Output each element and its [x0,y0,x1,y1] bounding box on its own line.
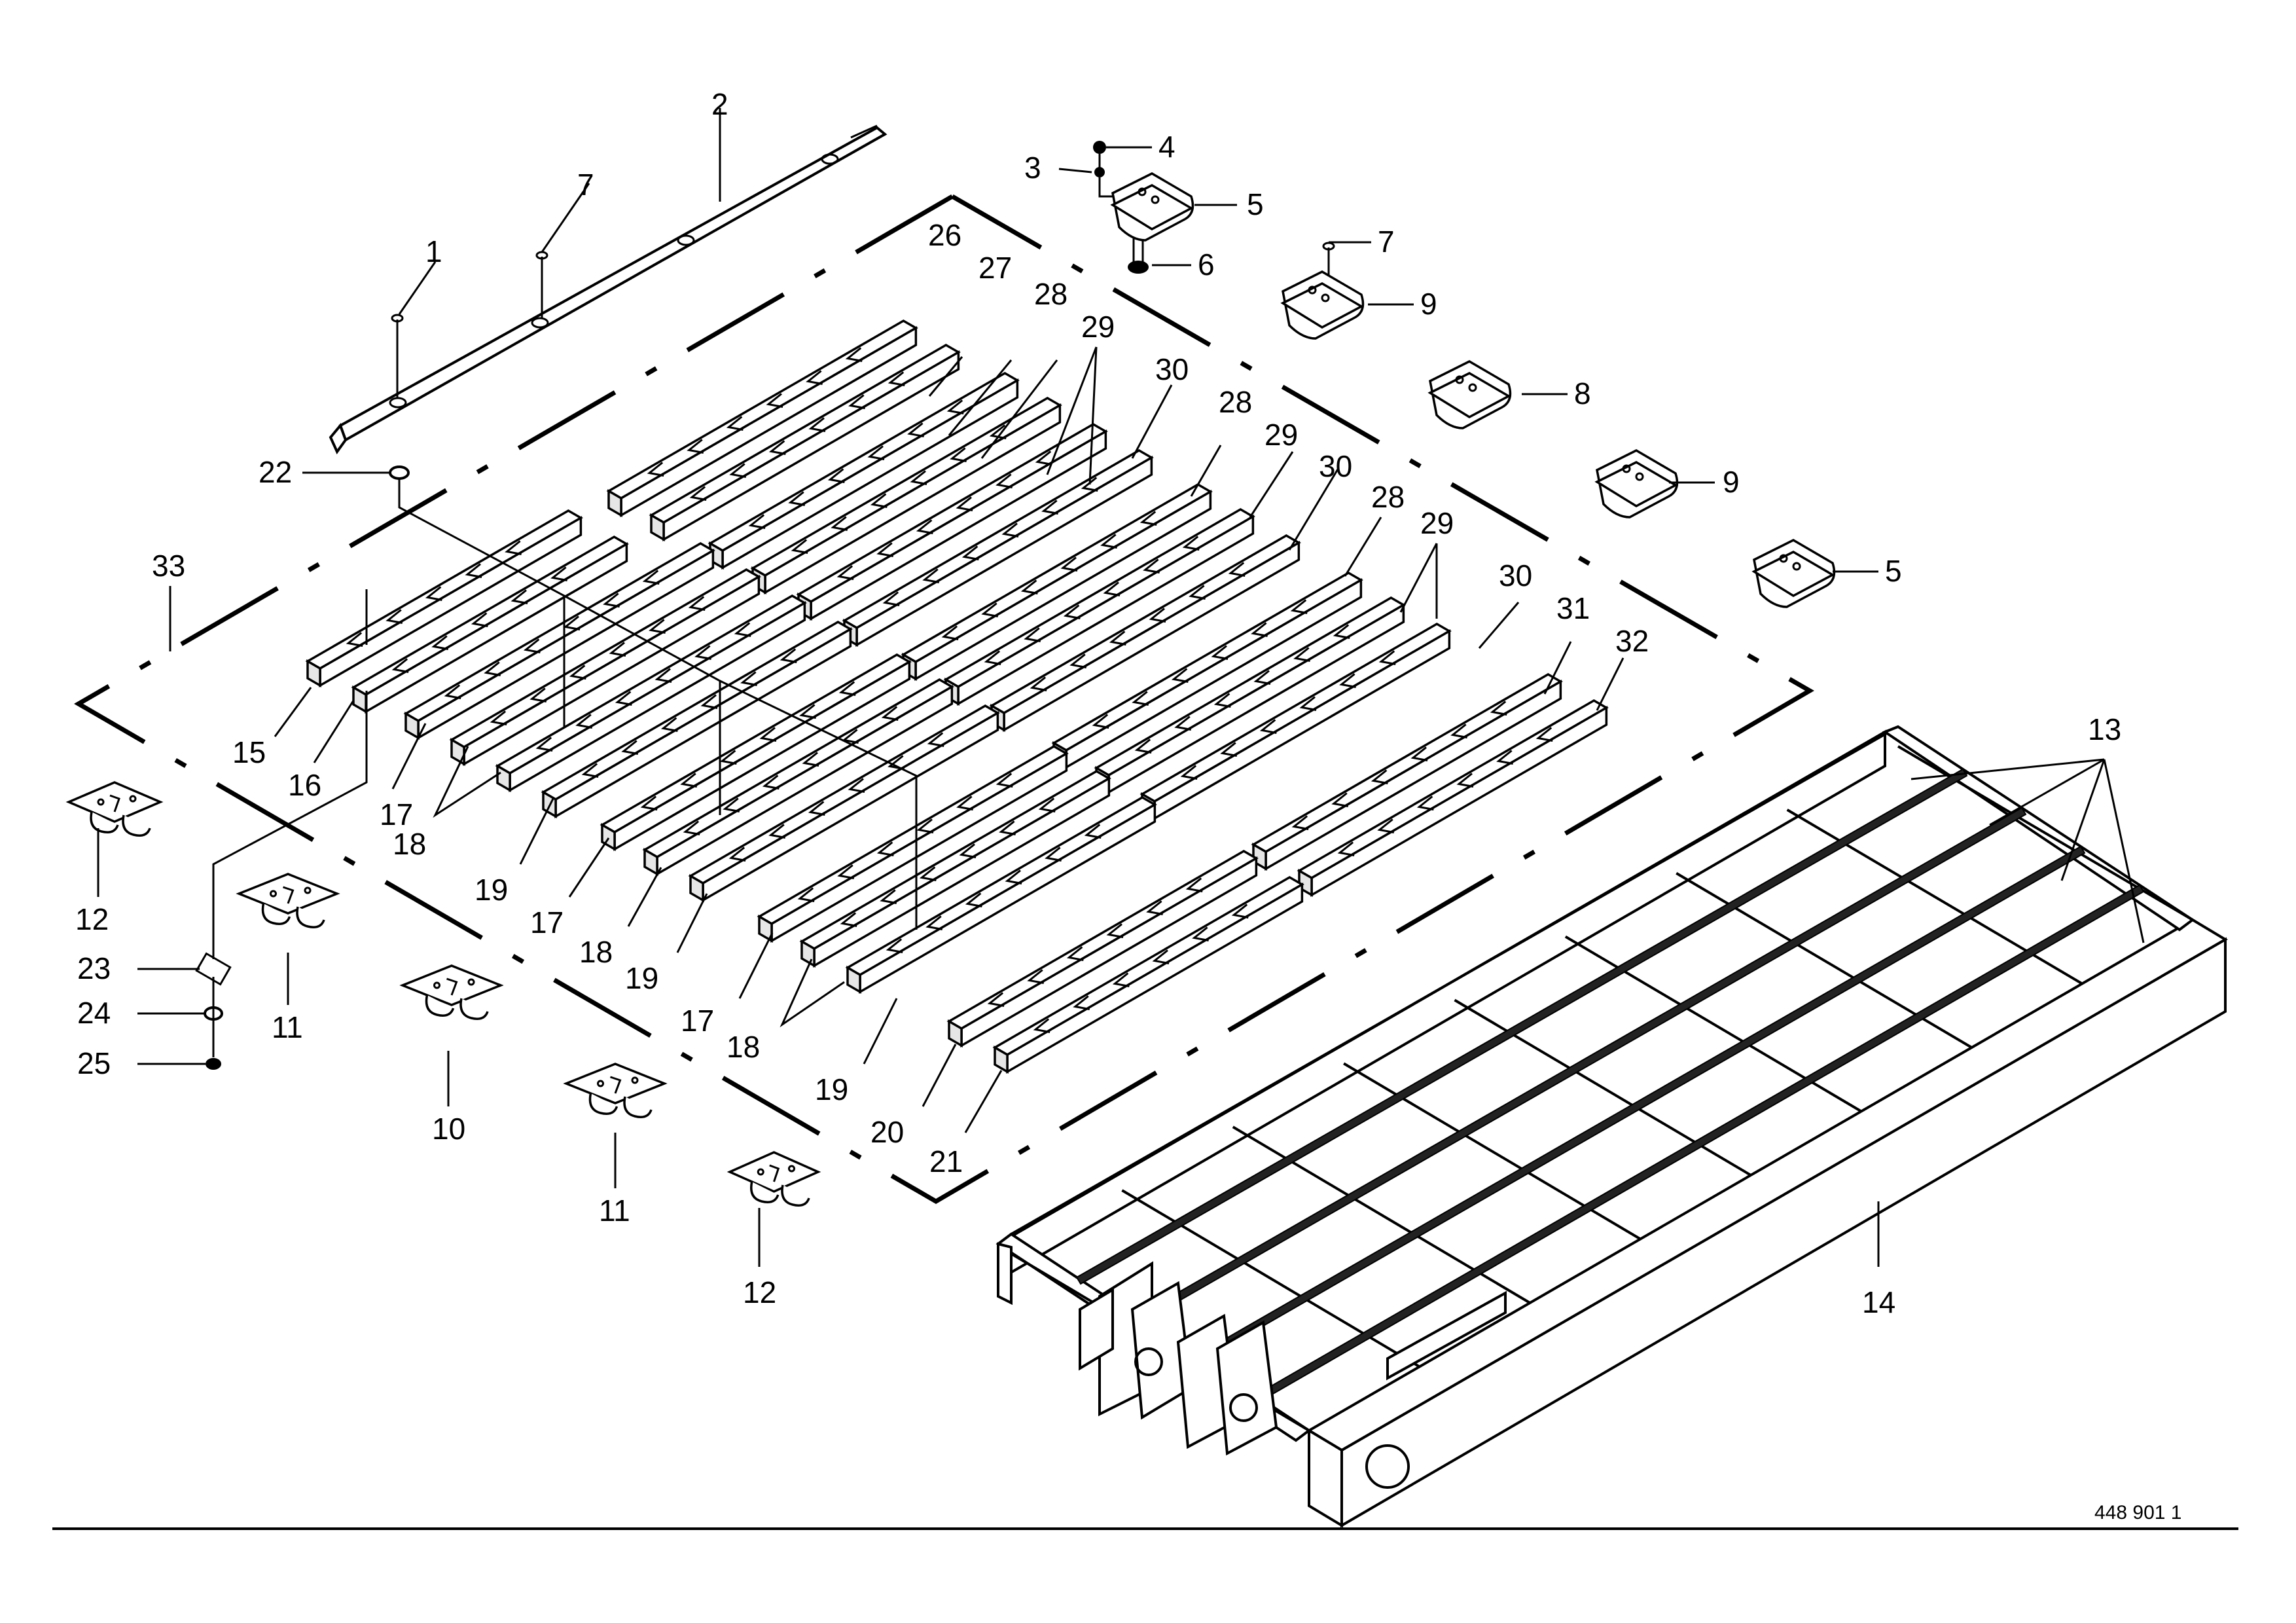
floor-plank [495,594,807,793]
callout-4: 4 [1158,130,1175,164]
callout-19a: 19 [475,873,508,907]
fasteners [195,141,1335,1070]
floor-plank [403,541,715,740]
floor-plank [799,769,1111,968]
brackets [65,172,1836,1207]
callout-29b: 29 [1265,418,1298,452]
mounting-plate [1594,449,1679,519]
floor-plank [541,620,853,819]
callout-29c: 29 [1420,506,1454,540]
callout-labels: 1 2 3 4 5 6 7 7 9 8 9 5 26 27 28 29 30 2… [75,87,2121,1319]
floor-bracket [65,781,164,837]
callout-28c: 28 [1371,480,1405,514]
floor-plank [989,534,1301,733]
floor-plank [642,678,954,877]
floor-bracket [236,873,340,928]
mounting-plate [1110,172,1194,242]
callout-28b: 28 [1219,385,1252,419]
callout-23: 23 [77,951,111,985]
floor-plank [901,483,1213,682]
floor-plank [845,795,1157,994]
floor-plank [606,319,918,518]
callout-28a: 28 [1034,277,1067,311]
floor-plank [992,875,1304,1074]
callout-32: 32 [1615,624,1649,658]
callout-24: 24 [77,996,111,1030]
callout-6: 6 [1198,247,1215,282]
callout-13: 13 [2088,712,2121,746]
callout-9b: 9 [1723,465,1740,499]
callout-17c: 17 [681,1004,714,1038]
side-rail [329,124,888,454]
callout-25: 25 [77,1046,111,1080]
callout-31: 31 [1556,591,1590,625]
callout-18c: 18 [726,1030,760,1064]
callout-11a: 11 [272,1010,303,1044]
mounting-plate [1280,270,1365,340]
callout-30c: 30 [1499,558,1532,593]
callout-8: 8 [1574,376,1591,410]
floor-bracket [726,1151,821,1207]
callout-10: 10 [432,1112,465,1146]
callout-30a: 30 [1155,352,1189,386]
chassis-frame [996,725,2228,1528]
floor-plank [1297,699,1609,898]
callout-21: 21 [929,1144,963,1178]
callout-19b: 19 [625,961,658,995]
callout-12b: 12 [743,1275,776,1309]
hitch-brackets [1079,1261,1507,1456]
callout-5b: 5 [1885,554,1902,588]
floor-plank [449,568,761,767]
callout-20: 20 [870,1115,904,1149]
callout-19c: 19 [815,1072,848,1106]
callout-12a: 12 [75,902,109,936]
callout-3: 3 [1024,151,1041,185]
callout-7b: 7 [1378,225,1395,259]
floor-plank [943,507,1255,706]
callout-16: 16 [288,768,321,802]
callout-15: 15 [232,735,266,769]
assembly-boundary [74,194,1814,1205]
floor-planks [305,319,1609,1074]
floor-plank [708,371,1020,570]
callout-18b: 18 [579,935,613,969]
floor-bracket [563,1063,668,1118]
callout-1: 1 [425,234,442,268]
floor-plank [1251,672,1563,871]
callout-26: 26 [928,218,961,252]
callout-30b: 30 [1319,449,1352,483]
floor-plank [649,343,961,542]
callout-33: 33 [152,549,185,583]
callout-18a: 18 [393,827,426,861]
callout-7a: 7 [577,168,594,202]
drawing-number: 448 901 1 [2094,1502,2181,1523]
mounting-plate [1427,360,1512,429]
floor-bracket [399,964,504,1020]
floor-plank [946,849,1259,1048]
floor-plank [1139,622,1452,821]
leader-lines [97,108,2145,1267]
callout-5a: 5 [1247,187,1264,221]
floor-plank [796,422,1108,621]
floor-plank [757,744,1069,943]
callout-29a: 29 [1081,310,1115,344]
callout-14: 14 [1862,1285,1895,1319]
callout-27: 27 [978,251,1012,285]
floor-plank [1051,571,1363,770]
callout-17b: 17 [530,905,564,939]
callout-2: 2 [711,87,728,121]
floor-plank [305,509,583,688]
callout-11b: 11 [599,1194,630,1228]
mounting-plate [1751,539,1836,608]
callout-17a: 17 [380,797,413,831]
callout-9a: 9 [1420,287,1437,321]
callout-22: 22 [259,455,292,489]
